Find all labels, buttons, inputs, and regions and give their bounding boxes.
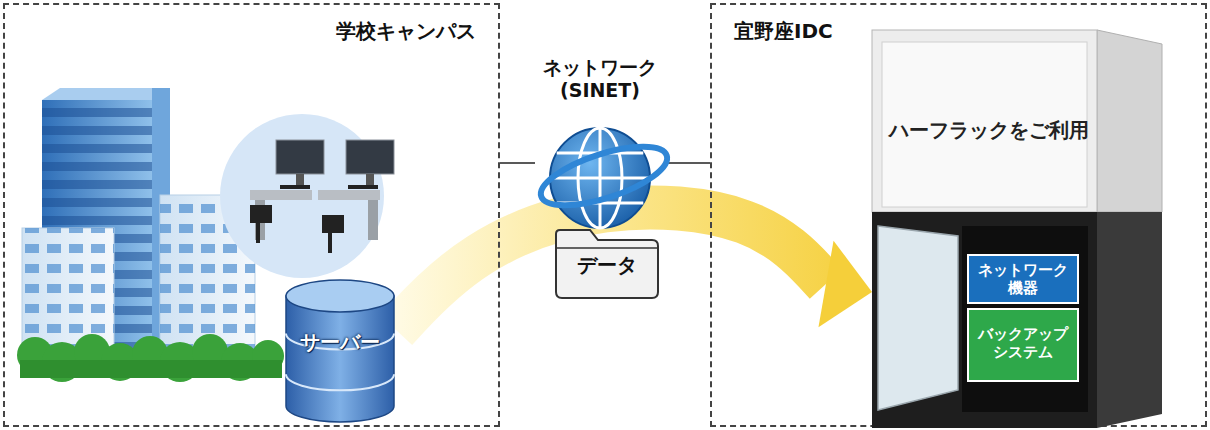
backup-system-box-label: バックアップ システム — [972, 325, 1074, 361]
server-cylinder: サーバー — [284, 278, 396, 424]
network-line — [500, 163, 535, 164]
illustration-rect — [318, 190, 380, 200]
network-line-path — [665, 162, 710, 164]
network-globe: ネットワーク (SINET) — [535, 56, 665, 236]
illustration-rect — [256, 223, 260, 243]
data-folder: データ — [552, 228, 662, 300]
network-equipment-box-label: ネットワーク 機器 — [972, 261, 1074, 297]
illustration-rect — [280, 185, 310, 189]
illustration-polygon — [42, 88, 170, 100]
trees — [17, 334, 284, 382]
illustration-rect — [348, 185, 378, 189]
arrowhead — [818, 241, 872, 328]
network-equipment-box: ネットワーク 機器 — [967, 254, 1079, 304]
network-line-path — [500, 162, 535, 164]
half-rack-label: ハーフラックをご利用 — [876, 118, 1102, 142]
campus-region-label: 学校キャンパス — [5, 19, 476, 43]
backup-system-box: バックアップ システム — [967, 308, 1079, 382]
illustration-rect — [322, 215, 344, 233]
network-globe-label: ネットワーク (SINET) — [535, 56, 665, 102]
campus-region: 学校キャンパスサーバー — [3, 3, 500, 427]
illustration-rect — [20, 360, 282, 378]
half-rack: ハーフラックをご利用ネットワーク 機器バックアップ システム — [872, 30, 1164, 428]
illustration-rect — [250, 205, 272, 223]
illustration-circle — [220, 114, 384, 278]
illustration-rect — [368, 200, 378, 240]
illustration-rect — [328, 233, 332, 253]
buildings — [22, 88, 255, 358]
illustration-rect — [250, 190, 312, 200]
illustration-rect — [346, 140, 394, 174]
server-cylinder-label: サーバー — [286, 330, 394, 354]
idc-region: 宜野座IDCハーフラックをご利用ネットワーク 機器バックアップ システム — [710, 3, 1207, 427]
network-line — [665, 163, 710, 164]
illustration-rect — [276, 140, 324, 174]
data-folder-label: データ — [556, 253, 658, 277]
computer-room — [220, 114, 394, 278]
data-flow-arrow — [396, 207, 872, 330]
